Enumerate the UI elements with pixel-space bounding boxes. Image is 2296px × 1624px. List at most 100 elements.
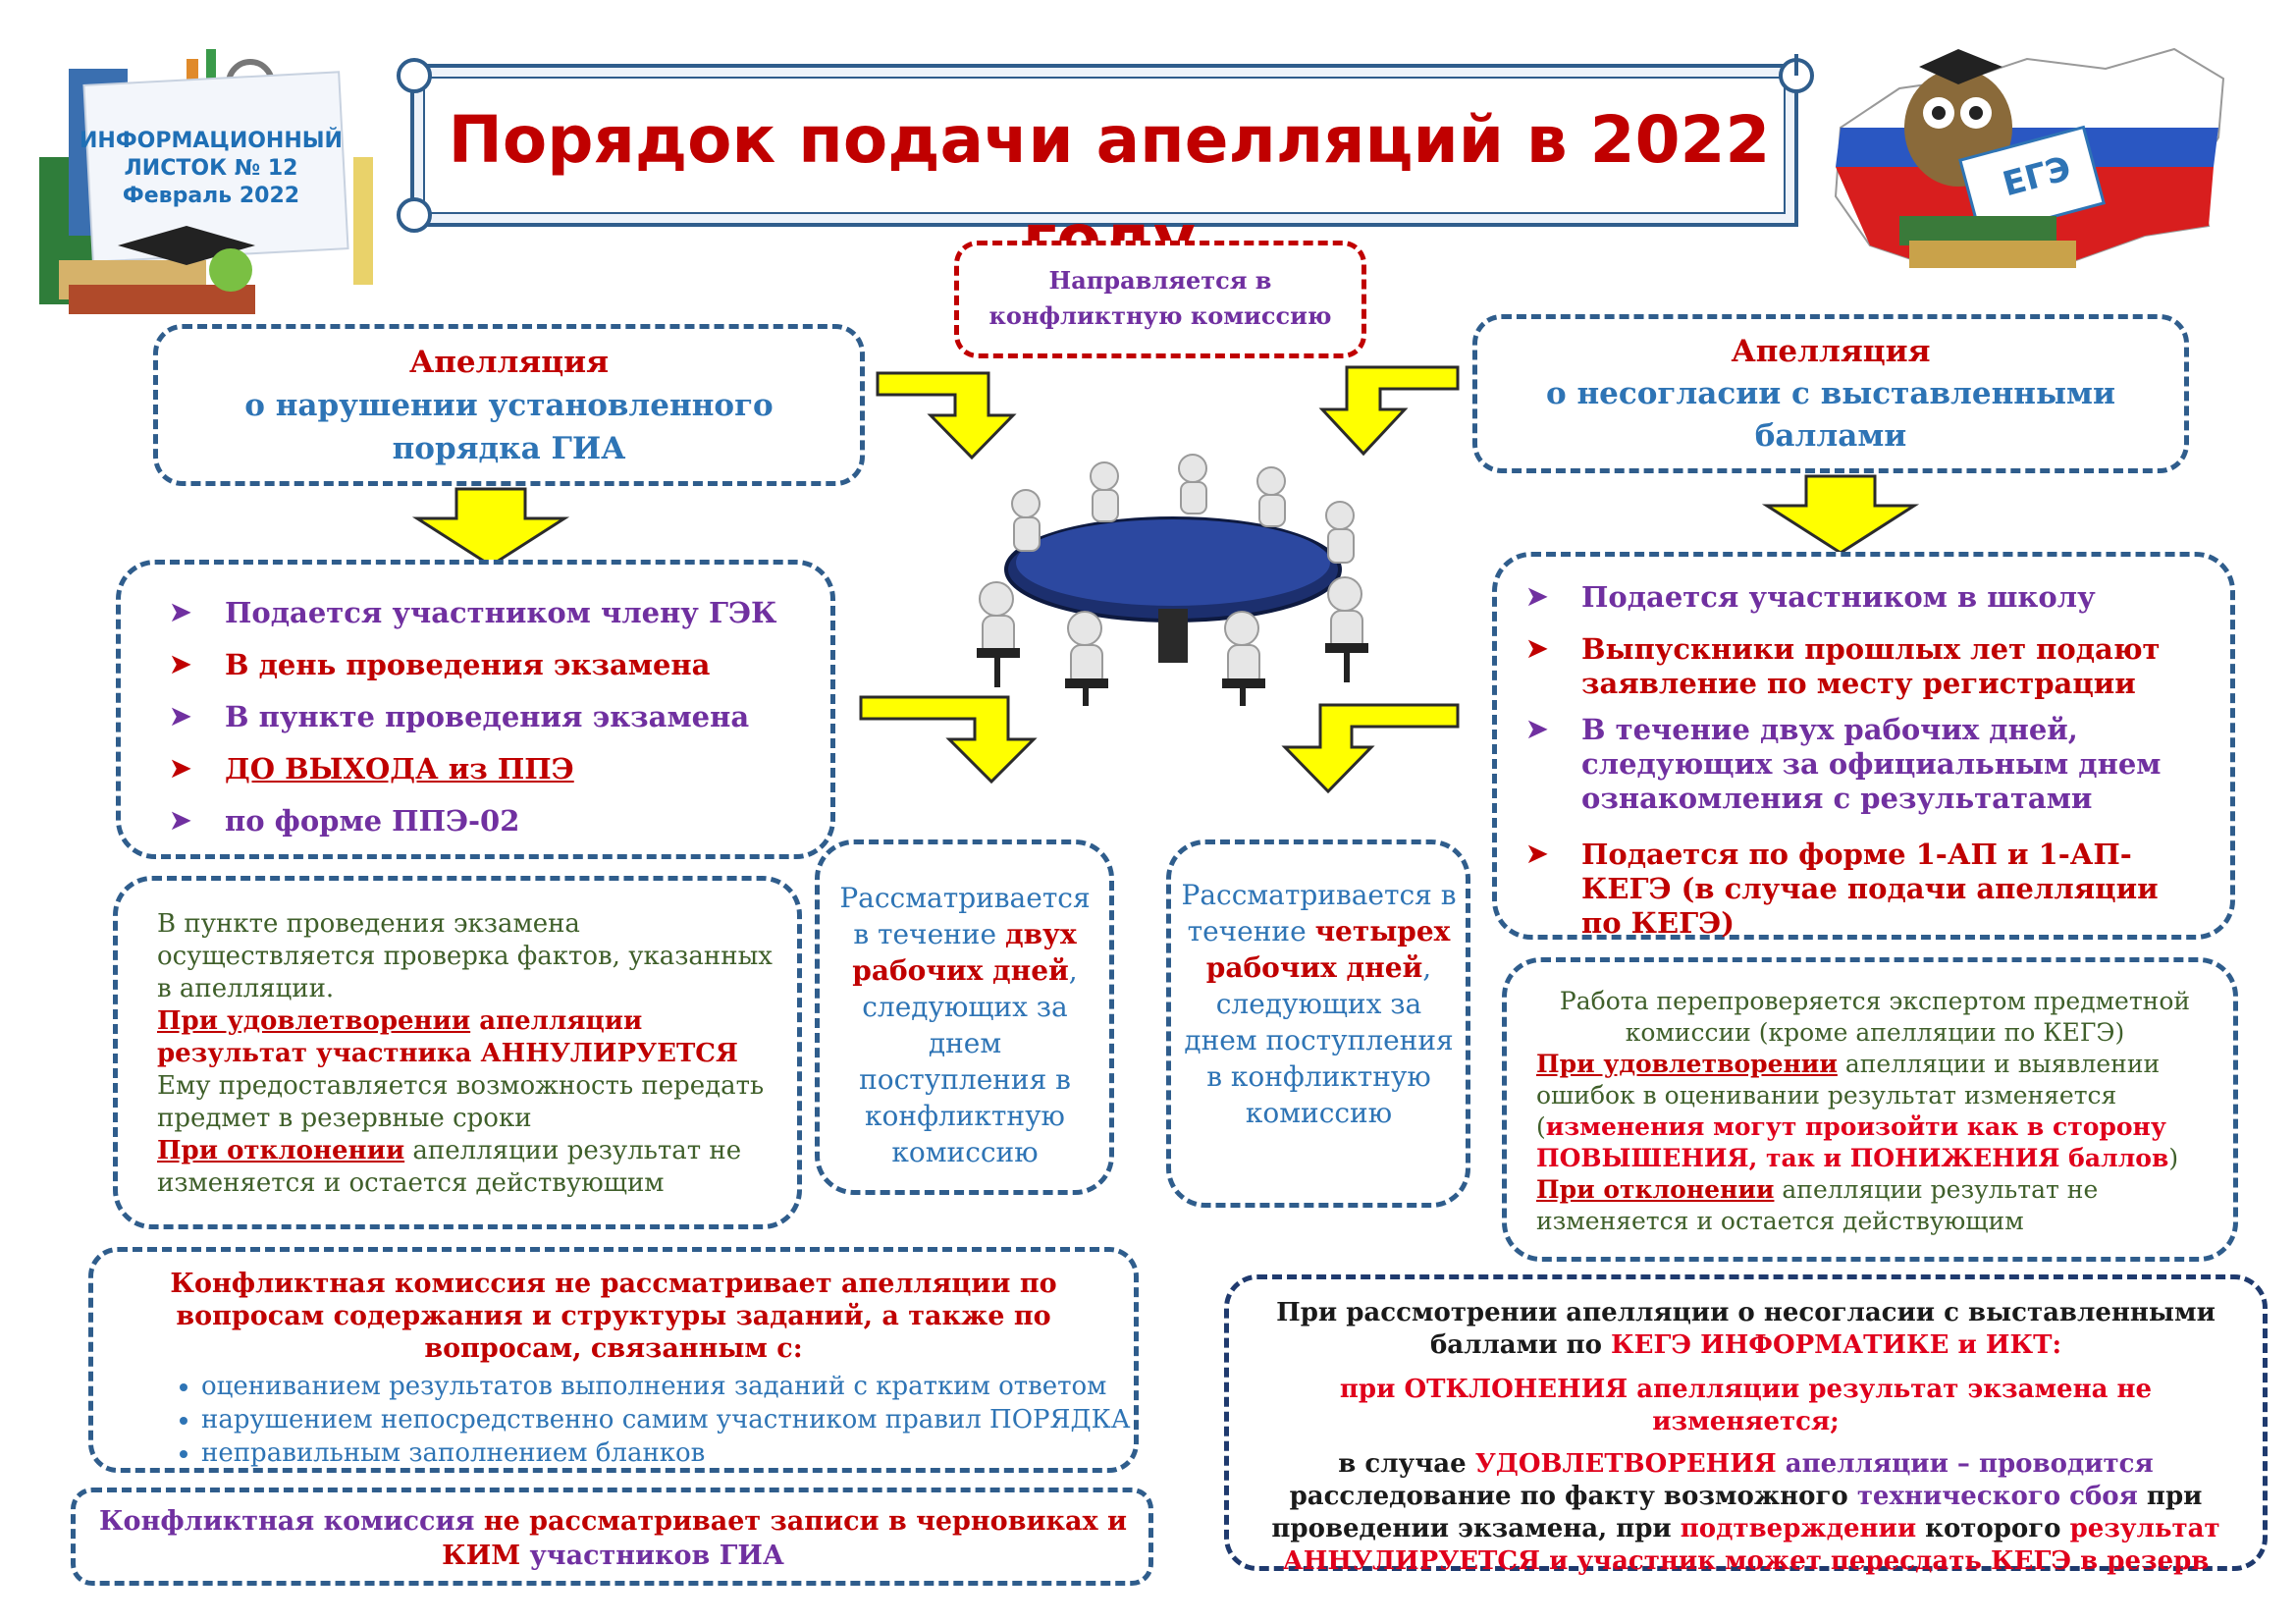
left-result-satisfy-text: апелляции результат участника АННУЛИРУЕТ… (157, 1006, 738, 1068)
left-conditions-box: ➤Подается участником члену ГЭК ➤В день п… (116, 560, 835, 859)
kege-line4a: в случае (1338, 1449, 1475, 1479)
kege-line3a: при (1339, 1375, 1405, 1404)
right-appeal-header-box: Апелляция о несогласии с выставленными б… (1472, 314, 2189, 473)
mid-left-text-a: Рассматривается в течение (839, 882, 1091, 950)
bottom-left-drafts-box: Конфликтная комиссия не рассматривает за… (71, 1488, 1153, 1586)
round-table-illustration (957, 447, 1389, 707)
elbow-arrow-mid-left (859, 695, 1038, 785)
left-result-box: В пункте проведения экзамена осуществляе… (113, 876, 802, 1229)
arrow-bullet-icon: ➤ (1526, 634, 1548, 664)
mid-right-text-c: , следующих за днем поступления в конфли… (1184, 951, 1454, 1129)
left-list-item: ➤по форме ППЭ-02 (170, 804, 520, 838)
kege-line7b: и участник может пересдать КЕГЭ в резерв (1540, 1546, 2210, 1576)
right-header-line2: о несогласии с выставленными (1546, 376, 2115, 411)
kege-line4c: апелляции – проводится (1776, 1449, 2154, 1479)
info-badge: ИНФОРМАЦИОННЫЙ ЛИСТОК № 12 Февраль 2022 (29, 39, 383, 324)
kege-line2a: баллами по (1429, 1330, 1611, 1360)
left-list-item: ➤В пункте проведения экзамена (170, 700, 750, 733)
kege-line7a: АННУЛИРУЕТСЯ (1282, 1546, 1541, 1576)
drafts-text-c: КИМ (442, 1541, 521, 1571)
exclusion-item: оцениванием результатов выполнения задан… (201, 1370, 1183, 1403)
conflict-commission-text: Направляется в конфликтную комиссию (988, 266, 1332, 330)
arrow-bullet-icon: ➤ (170, 806, 191, 836)
kege-line6d: результат (2069, 1514, 2220, 1543)
right-header-line1: Апелляция (1731, 334, 1931, 369)
down-arrow-left (411, 487, 570, 568)
bottom-right-kege-box: При рассмотрении апелляции о несогласии … (1224, 1274, 2268, 1576)
kege-line1: При рассмотрении апелляции о несогласии … (1276, 1298, 2216, 1327)
right-result-satisfy-label: При удовлетворении (1536, 1050, 1838, 1078)
right-result-p1: Работа перепроверяется экспертом предмет… (1559, 987, 2191, 1047)
arrow-bullet-icon: ➤ (1526, 582, 1548, 612)
exclusions-heading: Конфликтная комиссия не рассматривает ап… (170, 1269, 1057, 1364)
drafts-text-d: участников ГИА (520, 1541, 784, 1571)
kege-line4b: УДОВЛЕТВОРЕНИЯ (1474, 1449, 1777, 1479)
kege-line6a: проведении экзамена, при (1271, 1514, 1681, 1543)
arrow-bullet-icon: ➤ (170, 598, 191, 627)
left-appeal-header-box: Апелляция о нарушении установленного пор… (153, 324, 865, 486)
paren-open: ( (1536, 1112, 1546, 1141)
arrow-bullet-icon: ➤ (1526, 715, 1548, 744)
drafts-text-b: не рассматривает записи в черновиках и (474, 1506, 1127, 1537)
mid-right-term-box: Рассматривается в течение четырех рабочи… (1166, 839, 1470, 1208)
exclusion-item: нарушением непосредственно самим участни… (201, 1403, 1183, 1436)
badge-line3: Февраль 2022 (122, 184, 300, 208)
mid-left-text-c: , следующих за днем поступления в конфли… (859, 954, 1078, 1168)
books-illustration (39, 49, 373, 314)
conflict-commission-box: Направляется в конфликтную комиссию (954, 241, 1366, 358)
down-arrow-right (1761, 474, 1920, 555)
mid-right-text-b: четырех рабочих дней (1205, 915, 1451, 984)
exclusion-item: неправильным заполнением бланков (201, 1436, 1183, 1470)
right-result-reject-text: апелляции результат не изменяется и оста… (1536, 1175, 2099, 1235)
kege-line3c: апелляции результат экзамена не изменяет… (1628, 1375, 2153, 1436)
left-header-line2: о нарушении установленного (244, 388, 774, 423)
badge-line1: ИНФОРМАЦИОННЫЙ (80, 129, 343, 153)
paren-close: ) (2168, 1144, 2179, 1172)
left-result-reject-text: апелляции результат не изменяется и оста… (157, 1136, 742, 1198)
right-result-box: Работа перепроверяется экспертом предмет… (1502, 957, 2238, 1262)
kege-line3b: ОТКЛОНЕНИЯ (1404, 1375, 1629, 1404)
elbow-arrow-top-right (1318, 365, 1460, 457)
right-result-change-text: изменения могут произойти как в сторону … (1536, 1112, 2169, 1172)
right-list-item: ➤Подается участником в школу (1526, 580, 2096, 614)
bottom-left-exclusions-box: Конфликтная комиссия не рассматривает ап… (88, 1247, 1139, 1473)
arrow-bullet-icon: ➤ (170, 754, 191, 784)
elbow-arrow-mid-right (1281, 703, 1460, 794)
russia-map-owl (1834, 47, 2225, 268)
arrow-bullet-icon: ➤ (170, 650, 191, 679)
ege-illustration: ЕГЭ (1821, 20, 2243, 285)
elbow-arrow-top-left (876, 371, 1017, 460)
left-header-line1: Апелляция (408, 345, 610, 380)
round-table-icon (977, 454, 1368, 706)
right-header-line3: баллами (1754, 418, 1907, 454)
arrow-bullet-icon: ➤ (170, 702, 191, 731)
kege-line6b: подтверждении (1680, 1514, 1917, 1543)
scroll-frame (397, 54, 1814, 233)
left-list-item: ➤В день проведения экзамена (170, 648, 711, 681)
left-result-satisfy-label: При удовлетворении (157, 1006, 471, 1036)
right-list-item: ➤Выпускники прошлых лет подают заявление… (1526, 632, 2161, 700)
kege-line2b: КЕГЭ ИНФОРМАТИКЕ и ИКТ: (1611, 1330, 2062, 1360)
right-conditions-box: ➤Подается участником в школу ➤Выпускники… (1492, 552, 2235, 940)
mid-right-text-a: Рассматривается в течение (1181, 879, 1457, 947)
badge-line2: ЛИСТОК № 12 (124, 156, 298, 181)
right-list-item: ➤В течение двух рабочих дней, следующих … (1526, 713, 2162, 815)
title-banner: Порядок подачи апелляций в 2022 году (393, 54, 1826, 276)
right-list-item: ➤Подается по форме 1-АП и 1-АП-КЕГЭ (в с… (1526, 838, 2159, 940)
kege-line5c: при (2137, 1482, 2203, 1511)
right-result-reject-label: При отклонении (1536, 1175, 1775, 1204)
drafts-text-a: Конфликтная комиссия (99, 1506, 475, 1537)
left-result-p1: В пункте проведения экзамена осуществляе… (157, 909, 773, 1003)
arrow-bullet-icon: ➤ (1526, 839, 1548, 869)
kege-line5a: расследование по факту возможного (1289, 1482, 1857, 1511)
mid-left-text-b: двух рабочих дней (852, 918, 1077, 987)
left-result-reject-label: При отклонении (157, 1136, 405, 1165)
left-header-line3: порядка ГИА (392, 431, 626, 466)
mid-left-term-box: Рассматривается в течение двух рабочих д… (815, 839, 1114, 1195)
left-list-item: ➤Подается участником члену ГЭК (170, 596, 777, 629)
kege-line5b: технического сбоя (1856, 1482, 2138, 1511)
kege-line6c: которого (1916, 1514, 2070, 1543)
left-list-item: ➤ДО ВЫХОДА из ППЭ (170, 752, 574, 785)
right-result-satisfy-text: апелляции и выявлении ошибок в оценивани… (1536, 1050, 2161, 1110)
